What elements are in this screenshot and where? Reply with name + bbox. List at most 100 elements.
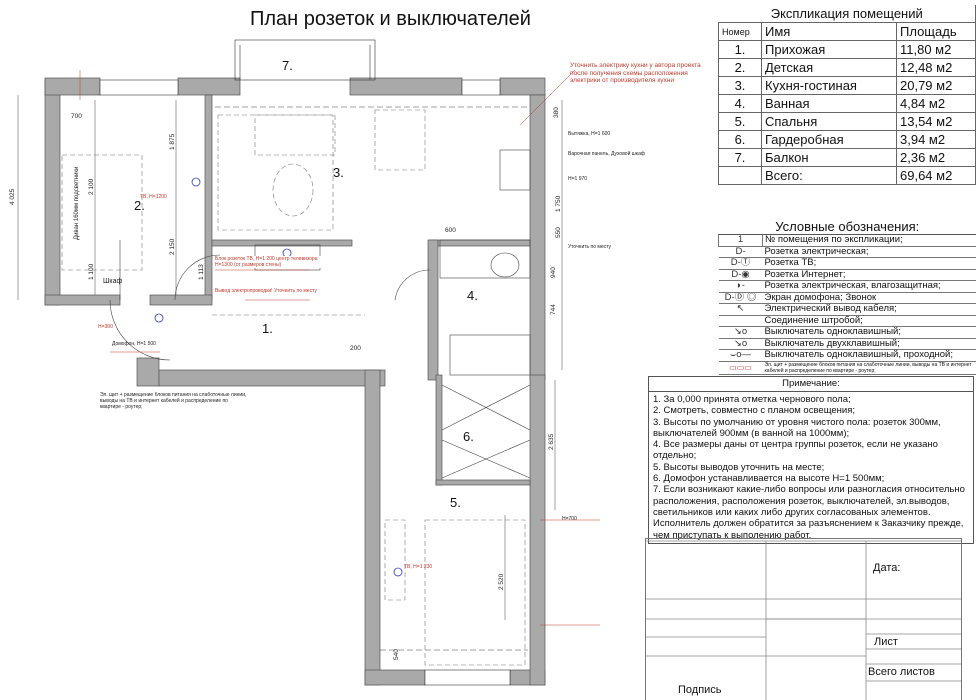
h1970-label: Н=1 970 <box>568 176 587 182</box>
legend-text: Соединение штробой; <box>762 315 976 327</box>
legend-text: Эл. щит + размещение блоков питания на с… <box>762 361 976 375</box>
fixtures <box>109 106 531 651</box>
legend-symbol-icon: ↘o <box>718 338 763 350</box>
dim-744: 744 <box>550 304 557 315</box>
h300-label: Н=300 <box>98 324 113 330</box>
balcony <box>99 39 511 686</box>
room-number: 2. <box>718 58 762 77</box>
plan-labels: Шкаф Диван 160мм подсветники ТВ, Н=1200 … <box>74 131 645 570</box>
dim-1875: 1 875 <box>169 133 176 150</box>
legend-symbol-icon: ⌣o— <box>718 349 763 362</box>
room-number: 3. <box>718 76 762 95</box>
room-area: 2,36 м2 <box>896 148 976 167</box>
furniture <box>61 109 526 666</box>
dim-2150: 2 150 <box>169 238 176 255</box>
title-block: Дата: Лист Всего листов Подпись <box>645 538 962 700</box>
kitchen-note: Уточнить электрику кухни у автора проект… <box>570 62 701 84</box>
dim-550: 550 <box>555 227 562 238</box>
room-area: 4,84 м2 <box>896 94 976 113</box>
dim-2100: 2 100 <box>88 178 95 195</box>
room-number: 1. <box>718 40 762 59</box>
notes-box: Примечание: 1. За 0,000 принята отметка … <box>648 376 974 544</box>
tv-height-5-label: ТВ, Н=1 230 <box>404 564 432 570</box>
legend-symbol-icon: D-Ⓣ <box>718 257 763 270</box>
dim-700: 700 <box>71 113 82 120</box>
cable-out-label: Вывод электропроводки! Уточнить по месту <box>215 288 317 294</box>
oven-label: Варочная панель, Духовой шкаф <box>568 150 645 157</box>
room-name: Прихожая <box>761 40 897 59</box>
room-name: Гардеробная <box>761 130 897 149</box>
room-area: 13,54 м2 <box>896 112 976 131</box>
legend-text: Выключатель двухклавишный; <box>762 338 976 350</box>
legend-symbol-icon <box>718 315 763 327</box>
room-7-label: 7. <box>282 58 293 73</box>
hood-label: Вытяжка, Н=1 600 <box>568 131 610 137</box>
dim-380: 380 <box>553 107 560 118</box>
legend-row: ⌣o—Выключатель одноклавишный, проходной; <box>718 349 976 362</box>
intercom-label: Домофон, Н=1 500 <box>112 341 156 347</box>
walls <box>44 77 546 686</box>
dimensions: 4 025 1 875 2 150 2 100 1 100 1 750 550 … <box>9 107 562 660</box>
sockets <box>154 177 403 577</box>
legend-text: Экран домофона; Звонок <box>762 292 976 304</box>
legend-symbol-icon: ▭▭▭ <box>718 361 763 375</box>
tv-height-label: ТВ, Н=1200 <box>140 194 167 200</box>
dim-540: 540 <box>393 649 400 660</box>
annotation-leaders <box>79 69 600 626</box>
room-explication-table: Экспликация помещений Номер Имя Площадь … <box>718 5 976 185</box>
room-area: 3,94 м2 <box>896 130 976 149</box>
room-name: Балкон <box>761 148 897 167</box>
room-area: 11,80 м2 <box>896 40 976 59</box>
tv-socket-icon <box>191 177 201 187</box>
note-item: 2. Смотреть, совместно с планом освещени… <box>653 405 856 417</box>
room-3-label: 3. <box>333 165 344 180</box>
room-number: 7. <box>718 148 762 167</box>
room-1-label: 1. <box>262 321 273 336</box>
dim-1100: 1 100 <box>88 263 95 280</box>
dim-2635: 2 635 <box>548 433 555 450</box>
note-item: 4. Все размеры даны от центра группы роз… <box>653 439 938 462</box>
dim-1113: 1 113 <box>198 264 205 280</box>
tv-block-label: Блок розеток ТВ, Н=1 200 центр телевизор… <box>215 256 325 268</box>
date-label: Дата: <box>873 562 901 574</box>
page-title: План розеток и выключателей <box>250 8 531 30</box>
room-5-label: 5. <box>450 495 461 510</box>
room-4-label: 4. <box>467 288 478 303</box>
wardrobe-label: Шкаф <box>103 278 123 285</box>
room-area: 12,48 м2 <box>896 58 976 77</box>
legend-symbol-icon: ↖ <box>718 303 763 316</box>
dim-4025: 4 025 <box>9 188 16 205</box>
legend-text: № помещения по экспликации; <box>762 234 976 247</box>
floor-plan: 7. 2. 3. 1. 4. 6. 5. Шкаф Диван 160мм по… <box>9 39 701 686</box>
room-6-label: 6. <box>463 429 474 444</box>
room-number: 5. <box>718 112 762 131</box>
legend-symbol-icon: ◗- <box>718 280 763 293</box>
legend-text: Электрический вывод кабеля; <box>762 303 976 316</box>
legend-symbol-icon: D- <box>718 246 763 258</box>
dim-200: 200 <box>350 345 361 352</box>
total-sheets-label: Всего листов <box>868 666 935 678</box>
dim-2520: 2 520 <box>498 573 505 590</box>
col-name: Имя <box>761 22 897 41</box>
dim-940: 940 <box>550 267 557 278</box>
panel-note: Эл. щит + размещение блоков питания на с… <box>100 392 246 410</box>
legend-row: D-◉Розетка Интернет; <box>718 269 976 281</box>
total-row: Всего:69,64 м2 <box>718 166 976 185</box>
legend-row: ◗-Розетка электрическая, влагозащитная; <box>718 280 976 293</box>
signature-label: Подпись <box>678 684 722 696</box>
col-number: Номер <box>718 22 762 41</box>
room-name: Спальня <box>761 112 897 131</box>
explication-title: Экспликация помещений <box>718 5 976 23</box>
legend-text: Выключатель одноклавишный; <box>762 326 976 339</box>
legend-row: D-Розетка электрическая; <box>718 246 976 258</box>
